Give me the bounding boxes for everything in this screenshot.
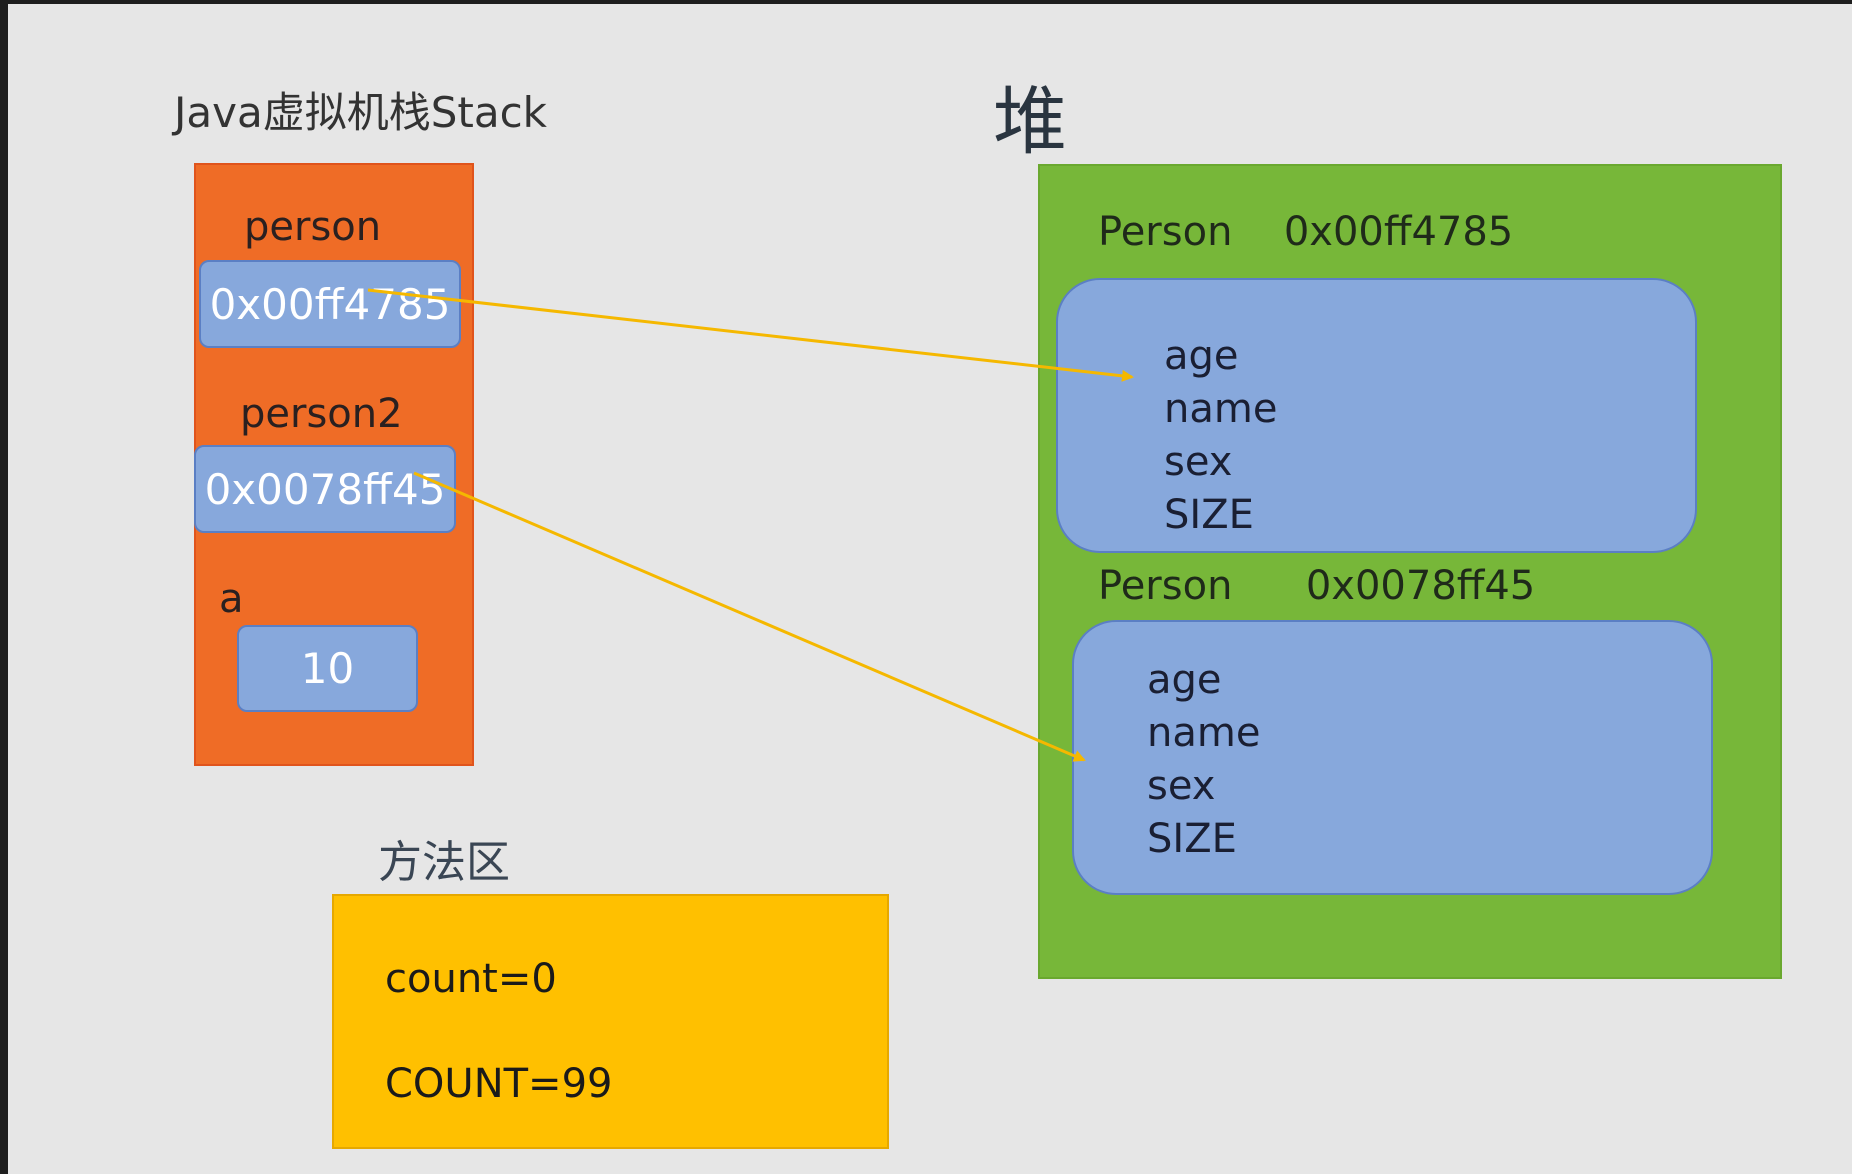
heap-title: 堆	[993, 79, 1067, 165]
heap-object-1-address: 0x00ff4785	[1283, 209, 1514, 255]
heap-object-1-header: Person 0x00ff4785	[1098, 209, 1513, 255]
field-size: SIZE	[1164, 492, 1254, 538]
field-name: name	[1147, 710, 1261, 756]
heap-object-2: age name sex SIZE	[1072, 620, 1713, 895]
method-area-line-2: COUNT=99	[385, 1061, 613, 1107]
method-area: count=0 COUNT=99	[332, 894, 889, 1149]
field-sex: sex	[1147, 763, 1216, 809]
heap-object-2-fields: age name sex SIZE	[1147, 654, 1260, 866]
method-area-line-1: count=0	[385, 956, 557, 1002]
heap-object-2-header: Person 0x0078ff45	[1098, 563, 1535, 609]
heap-object-1: age name sex SIZE	[1056, 278, 1697, 553]
field-age: age	[1147, 657, 1222, 703]
field-age: age	[1164, 333, 1239, 379]
heap-object-2-class: Person	[1098, 563, 1233, 609]
field-sex: sex	[1164, 439, 1233, 485]
stack-title: Java虚拟机栈Stack	[174, 88, 547, 137]
field-name: name	[1164, 386, 1278, 432]
stack-var-value-person2: 0x0078ff45	[194, 445, 456, 533]
stack-var-label-person2: person2	[240, 391, 403, 437]
heap-object-1-fields: age name sex SIZE	[1164, 330, 1277, 542]
heap-object-1-class: Person	[1098, 209, 1233, 255]
field-size: SIZE	[1147, 816, 1237, 862]
stack-var-label-a: a	[219, 576, 244, 622]
diagram-canvas: Java虚拟机栈Stack person 0x00ff4785 person2 …	[8, 4, 1852, 1174]
arrow-person2-to-object-2	[413, 471, 1086, 762]
heap-object-2-address: 0x0078ff45	[1305, 563, 1536, 609]
stack-var-value-a: 10	[237, 625, 418, 712]
stack-var-label-person: person	[244, 204, 382, 250]
stack-var-value-person: 0x00ff4785	[199, 260, 461, 348]
method-area-title: 方法区	[378, 837, 510, 888]
arrow-person-to-object-1	[367, 288, 1134, 382]
